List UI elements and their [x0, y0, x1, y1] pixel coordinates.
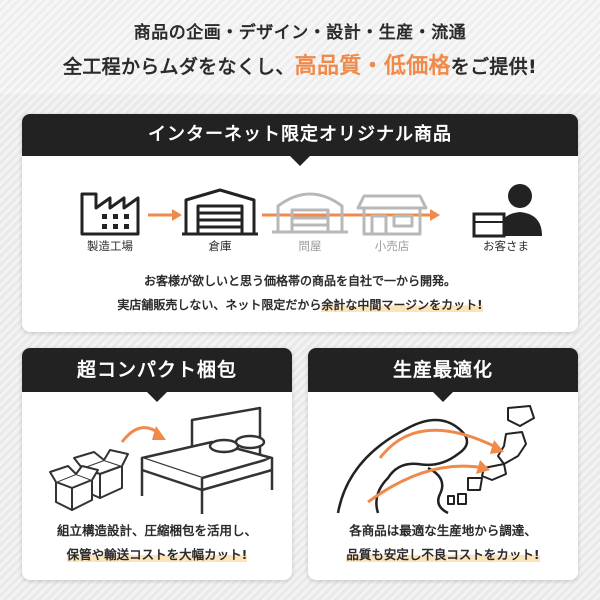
customer-icon [472, 184, 542, 238]
header-band [0, 0, 600, 94]
japan-map-icon [447, 405, 535, 505]
flow-label-warehouse: 倉庫 [208, 239, 232, 253]
packing-desc-line1: 組立構造設計、圧縮梱包を活用し、 [56, 523, 257, 538]
flow-label-wholesaler: 問屋 [298, 239, 322, 253]
packing-panel: 超コンパクト梱包 [22, 348, 292, 580]
packing-panel-title: 超コンパクト梱包 [22, 348, 292, 402]
sourcing-arrowhead-1 [490, 440, 504, 454]
flow-arrow-1 [148, 209, 182, 221]
distribution-desc-prefix: 実店舗販売しない、ネット限定だから [117, 298, 322, 312]
headline-line1: 商品の企画・デザイン・設計・生産・流通 [133, 23, 467, 43]
packing-desc-line2: 保管や輸送コストを大幅カット! [22, 544, 292, 566]
packing-arrow [120, 426, 166, 443]
packing-illustration [49, 406, 274, 514]
factory-icon [80, 192, 140, 236]
map-illustration [336, 405, 535, 515]
distribution-panel-title: インターネット限定オリジナル商品 [22, 114, 578, 166]
warehouse-icon [182, 188, 258, 236]
flow-label-store: 小売店 [374, 239, 410, 253]
distribution-desc-line2: 実店舗販売しない、ネット限定だから余計な中間マージンをカット! [22, 296, 578, 313]
production-desc-line1: 各商品は最適な生産地から調達、 [349, 523, 537, 538]
distribution-panel: インターネット限定オリジナル商品 [22, 114, 578, 332]
production-panel: 生産最適化 各商品は最適な生産地から調達、 品質も安定し不良コストをカット! [308, 348, 578, 580]
headline-line2: 全工程からムダをなくし、高品質・低価格をご提供! [0, 48, 600, 80]
flow-label-customer: お客さま [483, 239, 529, 253]
headline-highlight: 高品質・低価格 [294, 54, 451, 79]
distribution-desc-highlight: 余計な中間マージンをカット! [321, 298, 483, 312]
production-desc-line2: 品質も安定し不良コストをカット! [308, 544, 578, 566]
flow-label-factory: 製造工場 [87, 239, 133, 253]
distribution-desc-line1: お客様が欲しいと思う価格帯の商品を自社で一から開発。 [143, 274, 456, 288]
continent-outline [336, 418, 469, 515]
wholesaler-icon [272, 192, 348, 234]
production-desc-highlight: 品質も安定し不良コストをカット! [346, 547, 540, 562]
headline-suffix: をご提供! [450, 56, 537, 78]
flow-diagram [80, 184, 542, 238]
cardboard-box-icon [49, 449, 129, 511]
bed-icon [140, 406, 274, 514]
production-panel-title: 生産最適化 [308, 348, 578, 402]
sourcing-arrowhead-2 [476, 460, 490, 474]
store-icon [356, 194, 428, 236]
packing-desc-highlight: 保管や輸送コストを大幅カット! [66, 547, 248, 562]
headline-prefix: 全工程からムダをなくし、 [63, 56, 295, 78]
sourcing-arrows [367, 428, 499, 504]
